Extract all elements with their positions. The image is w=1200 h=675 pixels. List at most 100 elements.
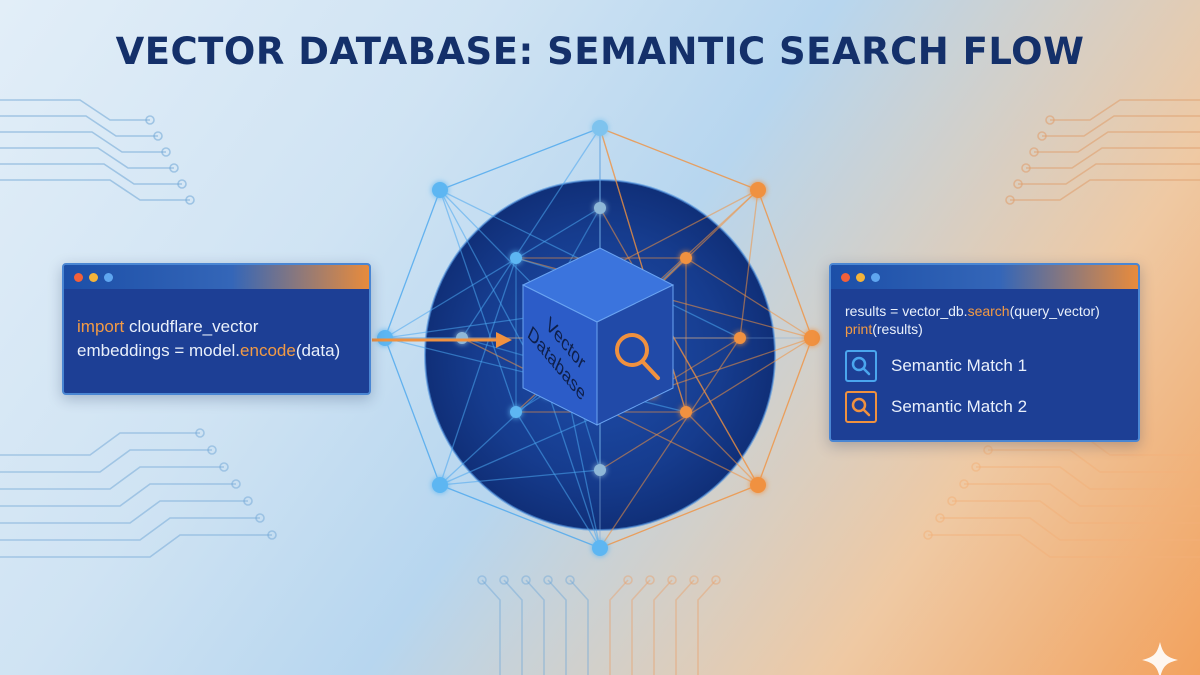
network-node — [680, 406, 692, 418]
circuit-trace — [0, 449, 212, 473]
semantic-match-row: Semantic Match 1 — [845, 350, 1028, 382]
circuit-pad — [1013, 179, 1023, 189]
network-edge — [651, 337, 813, 393]
circuit-pad — [711, 575, 721, 585]
network-edge — [439, 469, 601, 486]
circuit-pad — [1045, 115, 1055, 125]
circuit-pad — [689, 575, 699, 585]
search-code-window: results = vector_db.search(query_vector)… — [829, 263, 1140, 442]
circuit-trace — [1034, 131, 1200, 153]
circuit-trace — [976, 466, 1200, 490]
circuit-trace — [0, 147, 174, 169]
network-node — [594, 202, 606, 214]
semantic-match-row: Semantic Match 2 — [845, 391, 1027, 423]
network-edge — [599, 337, 813, 471]
code-line: print(results) — [845, 320, 1100, 338]
circuit-pad — [1029, 147, 1039, 157]
circuit-pad — [565, 575, 575, 585]
network-node — [377, 330, 393, 346]
network-node — [592, 120, 608, 136]
network-node — [432, 182, 448, 198]
circuit-trace — [1018, 163, 1200, 185]
window-dot-icon — [104, 273, 113, 282]
window-dot-icon — [856, 273, 865, 282]
search-icon — [845, 350, 877, 382]
network-node — [456, 332, 468, 344]
circuit-trace — [0, 131, 166, 153]
network-node — [594, 464, 606, 476]
circuit-pad — [645, 575, 655, 585]
network-edge — [439, 189, 517, 413]
circuit-pad — [185, 195, 195, 205]
network-edge — [685, 411, 759, 486]
window-dot-icon — [74, 273, 83, 282]
circuit-trace — [0, 99, 150, 121]
data-flow-arrow — [372, 332, 512, 348]
search-code: results = vector_db.search(query_vector)… — [845, 302, 1100, 338]
code-line: embeddings = model.encode(data) — [77, 339, 340, 363]
circuit-pad — [161, 147, 171, 157]
circuit-pad — [153, 131, 163, 141]
circuit-trace — [481, 579, 501, 675]
network-node — [750, 477, 766, 493]
circuit-pad — [1037, 131, 1047, 141]
sparkle-icon — [1142, 642, 1178, 675]
circuit-pad — [923, 530, 933, 540]
circuit-pad — [255, 513, 265, 523]
encode-code-window: import cloudflare_vector embeddings = mo… — [62, 263, 371, 395]
code-keyword: encode — [240, 341, 296, 360]
code-line: results = vector_db.search(query_vector) — [845, 302, 1100, 320]
code-text: (results) — [872, 321, 923, 337]
circuit-trace — [1010, 179, 1200, 201]
circuit-pad — [145, 115, 155, 125]
circuit-trace — [0, 115, 158, 137]
window-dot-icon — [89, 273, 98, 282]
network-edge — [599, 484, 759, 549]
network-edge — [757, 337, 813, 486]
code-text: cloudflare_vector — [124, 317, 259, 336]
circuit-pad — [947, 496, 957, 506]
window-dot-icon — [841, 273, 850, 282]
circuit-trace — [0, 179, 190, 201]
network-edge — [439, 484, 601, 549]
circuit-trace — [697, 579, 717, 675]
circuit-trace — [547, 579, 567, 675]
code-text: (query_vector) — [1009, 303, 1100, 319]
network-node — [592, 540, 608, 556]
circuit-pad — [177, 179, 187, 189]
circuit-pad — [971, 462, 981, 472]
circuit-pad — [543, 575, 553, 585]
circuit-trace — [0, 517, 260, 541]
network-edge — [757, 189, 813, 339]
circuit-trace — [525, 579, 545, 675]
match-label: Semantic Match 1 — [891, 356, 1028, 375]
code-text: (data) — [295, 341, 341, 360]
circuit-trace — [1050, 99, 1200, 121]
cube-side-face — [596, 284, 674, 426]
circuit-pad — [231, 479, 241, 489]
network-edge — [384, 189, 441, 339]
network-node — [510, 252, 522, 264]
circuit-trace — [964, 483, 1200, 507]
circuit-trace — [0, 534, 272, 558]
circuit-pad — [935, 513, 945, 523]
code-text: results = vector_db. — [845, 303, 968, 319]
circuit-trace — [1026, 147, 1200, 169]
circuit-trace — [609, 579, 629, 675]
network-edge — [384, 207, 601, 339]
window-dot-icon — [871, 273, 880, 282]
window-title-bar — [64, 265, 369, 289]
code-keyword: print — [845, 321, 873, 337]
circuit-pad — [477, 575, 487, 585]
circuit-pad — [959, 479, 969, 489]
network-node — [510, 406, 522, 418]
search-icon — [615, 333, 660, 380]
window-title-bar — [831, 265, 1138, 289]
network-edge — [439, 127, 601, 191]
circuit-pad — [1021, 163, 1031, 173]
network-node — [734, 332, 746, 344]
circuit-pad — [219, 462, 229, 472]
network-edge — [547, 391, 601, 549]
circuit-pad — [499, 575, 509, 585]
